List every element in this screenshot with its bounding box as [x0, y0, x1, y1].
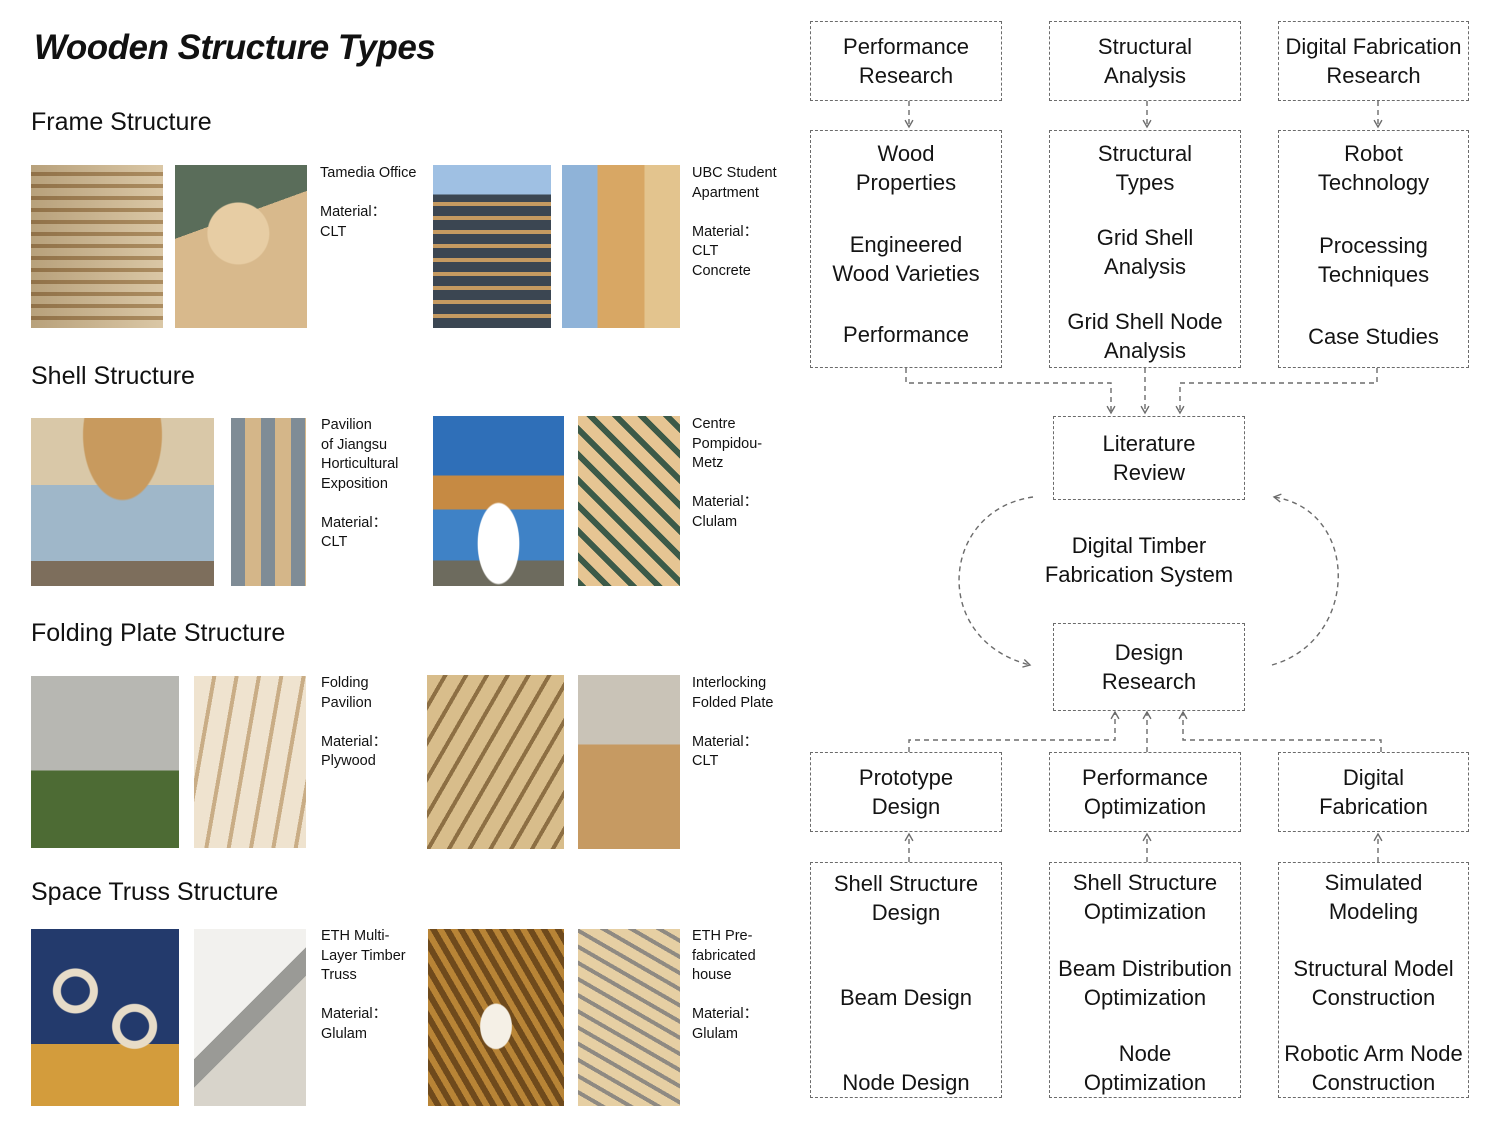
photo-jiangsu-interior	[31, 418, 214, 586]
box-performance-topics: Wood Properties Engineered Wood Varietie…	[810, 130, 1002, 368]
topic-processing-techniques: Processing Techniques	[1317, 232, 1430, 287]
topic-case-studies: Case Studies	[1308, 324, 1439, 349]
topic-beam-design: Beam Design	[839, 985, 973, 1010]
box-performance-optimization: Performance Optimization	[1049, 752, 1241, 832]
topic-shell-structure-design: Shell Structure Design	[833, 871, 979, 925]
arc-left-to-design	[958, 496, 1034, 668]
box-fabrication-steps: Simulated Modeling Structural Model Cons…	[1278, 862, 1469, 1098]
topic-beam-distribution: Beam Distribution Optimization	[1058, 955, 1232, 1010]
section-title-frame: Frame Structure	[31, 108, 212, 136]
box-digital-fabrication-research: Digital Fabrication Research	[1278, 21, 1469, 101]
photo-ubc-detail	[562, 165, 680, 328]
caption-folding: Folding Pavilion Material： Plywood	[321, 675, 388, 769]
photo-eth-truss-detail	[194, 929, 306, 1106]
topic-wood-properties: Wood Properties	[855, 141, 957, 195]
box-structural-analysis: Structural Analysis	[1049, 21, 1241, 101]
box-prototype-topics: Shell Structure Design Beam Design Node …	[810, 862, 1002, 1098]
caption-jiangsu: Pavilion of Jiangsu Horticultural Exposi…	[321, 417, 399, 550]
photo-folding-detail	[194, 676, 306, 848]
topic-robot-technology: Robot Technology	[1317, 141, 1430, 195]
box-literature-review: Literature Review	[1053, 416, 1245, 500]
caption-eth-truss: ETH Multi- Layer Timber Truss Material： …	[321, 928, 406, 1042]
section-title-truss: Space Truss Structure	[31, 878, 279, 906]
arrow-perf-to-lit	[905, 368, 1116, 415]
caption-eth-house: ETH Pre- fabricated house Material： Glul…	[692, 928, 759, 1042]
arc-right-to-lit	[1271, 493, 1339, 666]
caption-ubc: UBC Student Apartment Material： CLT Conc…	[692, 165, 777, 279]
topic-structural-types: Structural Types	[1097, 141, 1193, 195]
photo-eth-truss	[31, 929, 179, 1106]
photo-tamedia-exterior	[31, 165, 163, 328]
topic-shell-optimization: Shell Structure Optimization	[1072, 870, 1218, 924]
box-label: Performance Optimization	[1082, 765, 1208, 819]
topic-node-optimization: Node Optimization	[1083, 1041, 1207, 1095]
photo-eth-house-roof	[428, 929, 564, 1106]
topic-grid-shell-node: Grid Shell Node Analysis	[1067, 309, 1223, 363]
photo-ubc-exterior	[433, 165, 551, 328]
photo-eth-house-detail	[578, 929, 680, 1106]
arrow-digfab-to-design	[1178, 710, 1382, 752]
box-performance-research: Performance Research	[810, 21, 1002, 101]
arrow-proto-to-design	[908, 710, 1120, 752]
box-fabrication-topics: Robot Technology Processing Techniques C…	[1278, 130, 1469, 368]
photo-tamedia-joint	[175, 165, 307, 328]
section-title-folding: Folding Plate Structure	[31, 619, 286, 647]
photo-folding-pavilion	[31, 676, 179, 848]
box-prototype-design: Prototype Design	[810, 752, 1002, 832]
box-label: Design Research	[1101, 640, 1197, 694]
box-label: Performance Research	[843, 34, 969, 88]
topic-node-design: Node Design	[842, 1070, 970, 1095]
topic-grid-shell-analysis: Grid Shell Analysis	[1096, 225, 1194, 279]
topic-engineered-wood: Engineered Wood Varieties	[832, 231, 980, 286]
box-design-research: Design Research	[1053, 623, 1245, 711]
topic-robotic-arm-node: Robotic Arm Node Construction	[1284, 1041, 1463, 1095]
photo-pompidou-detail	[578, 416, 680, 586]
caption-pompidou: Centre Pompidou- Metz Material： Clulam	[692, 416, 763, 530]
page-title: Wooden Structure Types	[34, 28, 436, 67]
photo-interlocking-assembly	[578, 675, 680, 849]
box-label: Digital Fabrication	[1319, 765, 1428, 819]
center-label: Digital Timber Fabrication System	[1044, 533, 1234, 587]
topic-structural-model: Structural Model Construction	[1293, 955, 1454, 1010]
topic-simulated-modeling: Simulated Modeling	[1324, 870, 1423, 924]
box-digital-fabrication: Digital Fabrication	[1278, 752, 1469, 832]
topic-performance: Performance	[843, 322, 969, 347]
caption-tamedia: Tamedia Office Material： CLT	[320, 165, 417, 240]
photo-interlocking-interior	[427, 675, 564, 849]
box-label: Digital Fabrication Research	[1285, 34, 1462, 88]
caption-interlocking: Interlocking Folded Plate Material： CLT	[692, 675, 774, 769]
box-structural-topics: Structural Types Grid Shell Analysis Gri…	[1049, 130, 1241, 368]
section-title-shell: Shell Structure	[31, 362, 195, 390]
box-label: Prototype Design	[858, 765, 954, 819]
box-optimization-topics: Shell Structure Optimization Beam Distri…	[1049, 862, 1241, 1098]
photo-pompidou-exterior	[433, 416, 564, 586]
box-label: Structural Analysis	[1097, 34, 1193, 88]
photo-jiangsu-detail	[231, 418, 306, 586]
box-label: Literature Review	[1102, 431, 1196, 485]
arrow-fab-to-lit	[1175, 368, 1378, 415]
